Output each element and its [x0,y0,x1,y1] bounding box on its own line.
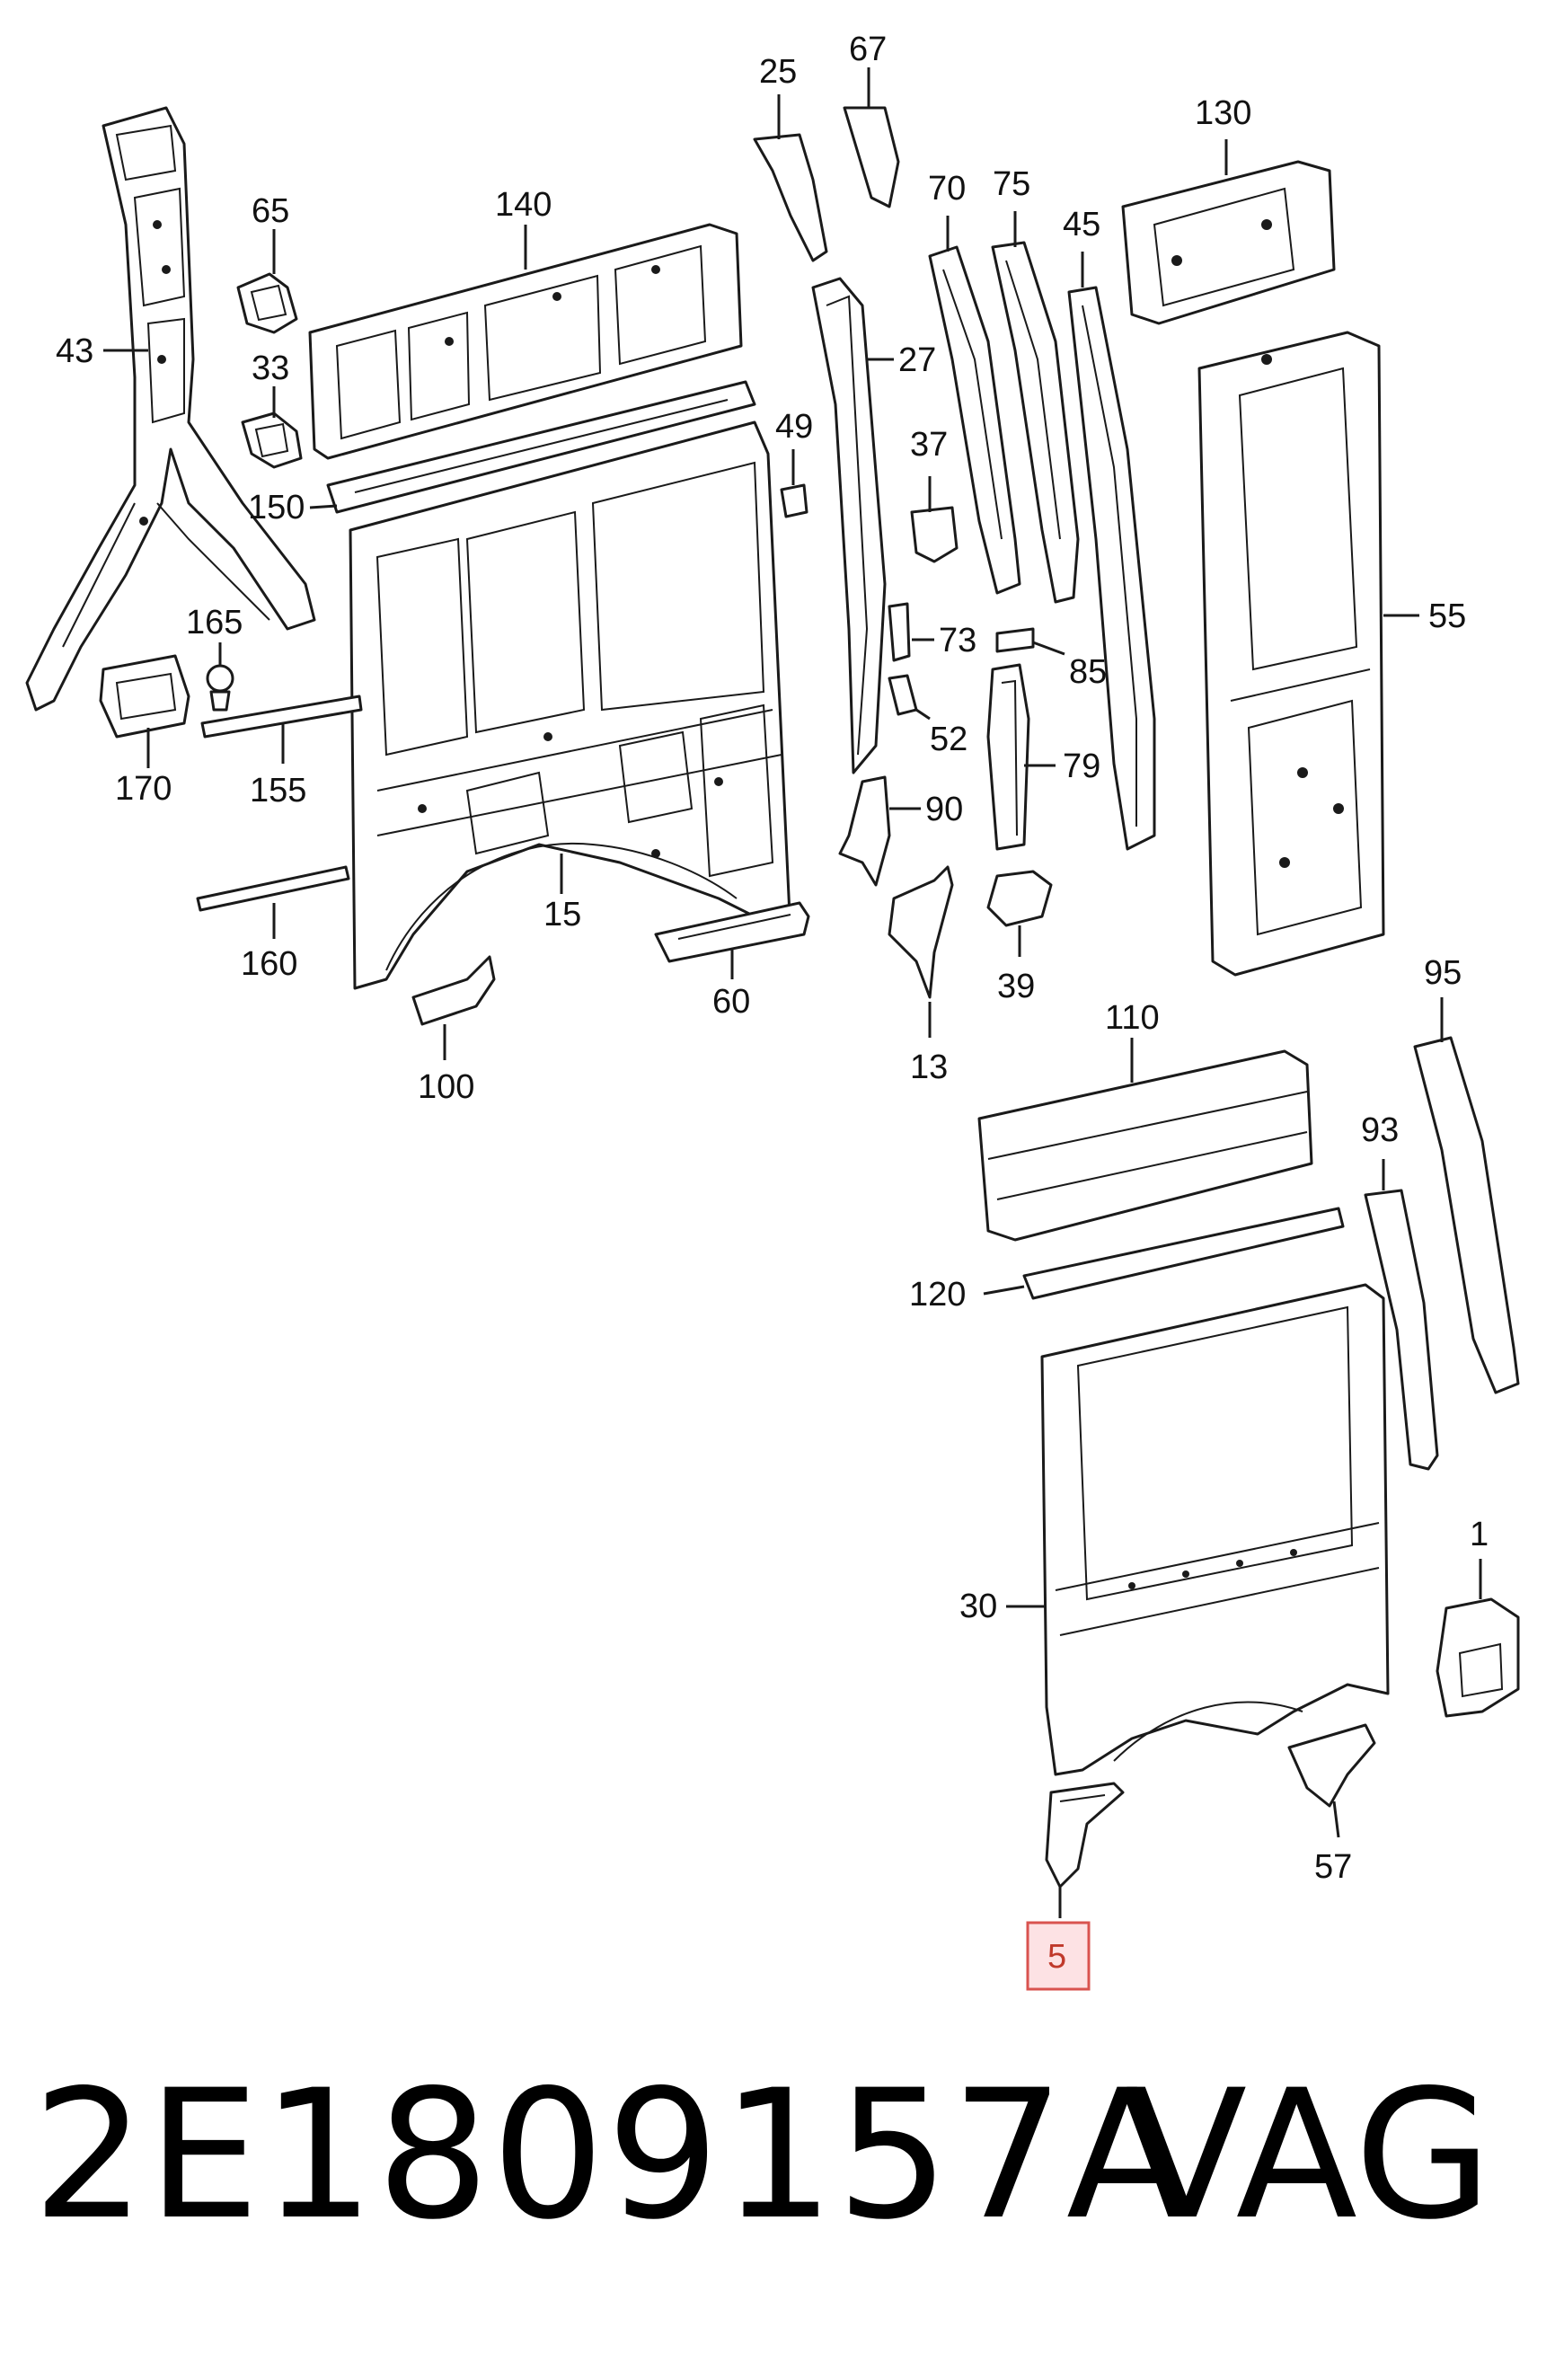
part-75-pillar [991,241,1080,604]
callout-70: 70 [928,170,966,208]
part-15-side-panel [349,420,792,990]
part-100-bracket [411,955,496,1026]
part-120-strip [1022,1207,1345,1300]
callout-55: 55 [1428,597,1466,635]
part-70-pillar [928,245,1021,595]
callout-120: 120 [909,1276,966,1314]
callout-165: 165 [186,604,243,641]
part-49-clip [780,483,808,518]
callout-93: 93 [1361,1111,1399,1149]
part-130-window-frame [1121,160,1336,325]
callout-140: 140 [495,186,552,224]
callout-labels: 43 65 33 140 150 165 170 155 160 15 100 … [56,31,1489,1976]
callout-27: 27 [898,341,936,379]
part-43-pillar [25,106,316,712]
callout-15: 15 [543,896,581,933]
callout-49: 49 [775,408,813,446]
callout-30: 30 [959,1588,997,1625]
part-30-outer-panel [1040,1283,1390,1776]
callout-150: 150 [248,489,305,526]
part-110-roof-panel [977,1049,1313,1242]
callout-79: 79 [1063,748,1100,785]
callout-170: 170 [115,770,172,808]
part-39-bracket [986,870,1053,927]
callout-37: 37 [910,426,948,464]
callout-13: 13 [910,1048,948,1086]
brand-caption: VAG [1125,2051,1492,2259]
part-27-pillar [811,277,887,774]
part-55-inner-panel [1197,331,1385,977]
highlight-box [1026,1921,1091,1991]
part-number-caption: 2E1809157A [32,2051,1190,2259]
part-85-clip [995,627,1035,653]
part-170-block [99,654,190,739]
part-33-bracket [241,411,303,469]
callout-160: 160 [241,945,297,983]
callout-73: 73 [939,622,976,659]
part-45-pillar [1067,286,1156,851]
callout-85: 85 [1069,653,1107,691]
part-37-bracket [910,506,959,563]
callout-43: 43 [56,332,93,370]
part-140-roof-frame [308,223,743,460]
part-52-clip [888,674,918,716]
callout-60: 60 [712,983,750,1021]
part-67-bracket [843,106,900,208]
part-95-pillar [1413,1036,1520,1394]
callout-1: 1 [1470,1516,1489,1553]
callout-65: 65 [252,192,289,230]
callout-130: 130 [1195,94,1251,132]
callout-75: 75 [993,165,1030,203]
callout-45: 45 [1063,206,1100,243]
part-150-rail [326,380,756,514]
part-57-bracket [1287,1723,1376,1808]
part-79-bracket [986,663,1030,851]
part-73-plate [888,602,911,662]
part-5-bracket [1045,1782,1125,1889]
callout-57: 57 [1314,1848,1352,1886]
part-1-lamp-housing [1436,1597,1520,1718]
callout-110: 110 [1105,999,1160,1037]
part-90-bracket [838,775,891,887]
leader-lines [103,67,1482,1918]
part-25-bracket [753,133,828,262]
part-155-strip [200,695,363,739]
callout-25: 25 [759,53,797,91]
part-65-bracket [236,272,298,334]
callout-33: 33 [252,349,289,387]
part-60-sill [654,901,810,963]
part-165-clip [206,664,234,712]
callout-39: 39 [997,968,1035,1005]
part-93-pillar [1364,1189,1439,1471]
callout-95: 95 [1424,954,1462,992]
part-13-bracket [888,865,954,999]
callout-67: 67 [849,31,887,68]
callout-5-highlighted: 5 [1047,1938,1066,1976]
part-160-strip [196,865,350,912]
callout-155: 155 [250,772,306,810]
callout-52: 52 [930,721,967,758]
callout-90: 90 [925,791,963,828]
callout-100: 100 [418,1068,474,1106]
